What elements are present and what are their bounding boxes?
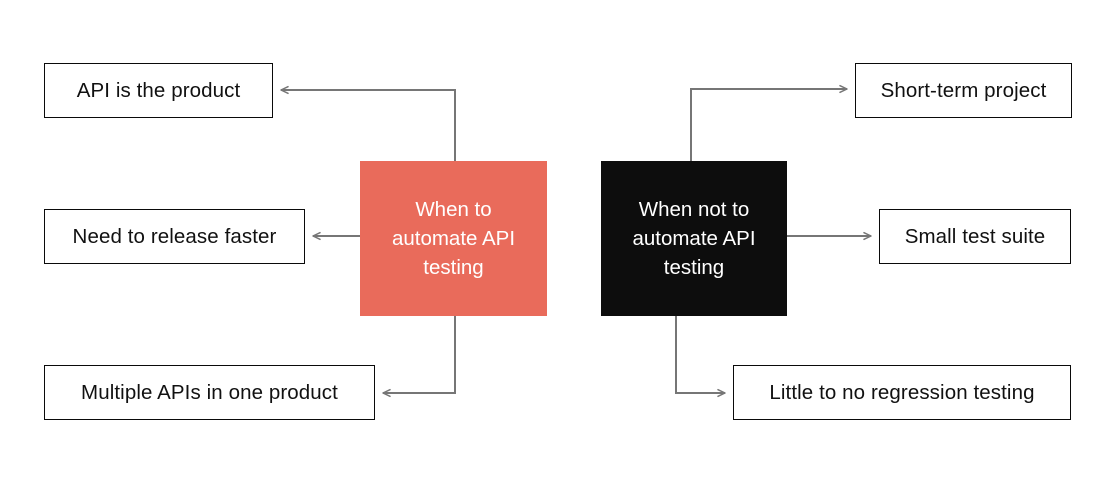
node-label: Little to no regression testing: [769, 380, 1035, 404]
node-box-small-test-suite[interactable]: Small test suite: [879, 209, 1071, 264]
node-box-multiple-apis-in-one-product[interactable]: Multiple APIs in one product: [44, 365, 375, 420]
node-box-api-is-the-product[interactable]: API is the product: [44, 63, 273, 118]
connector-to-little-to-no-regression: [675, 316, 726, 398]
connector-to-short-term-project: [690, 84, 848, 161]
node-label: Short-term project: [880, 78, 1047, 102]
hub-label: When not to automate API testing: [632, 197, 756, 280]
node-box-little-to-no-regression-testing[interactable]: Little to no regression testing: [733, 365, 1071, 420]
node-label: API is the product: [76, 78, 241, 102]
node-box-short-term-project[interactable]: Short-term project: [855, 63, 1072, 118]
node-label: Need to release faster: [72, 224, 277, 248]
connector-to-multiple-apis: [382, 316, 456, 398]
connector-to-api-is-the-product: [280, 85, 456, 161]
node-label: Small test suite: [904, 224, 1046, 248]
node-label: Multiple APIs in one product: [81, 380, 338, 404]
node-box-need-to-release-faster[interactable]: Need to release faster: [44, 209, 305, 264]
hub-box-when-to-automate[interactable]: When to automate API testing: [360, 161, 547, 316]
hub-box-when-not-to-automate[interactable]: When not to automate API testing: [601, 161, 787, 316]
hub-label: When to automate API testing: [391, 197, 516, 280]
